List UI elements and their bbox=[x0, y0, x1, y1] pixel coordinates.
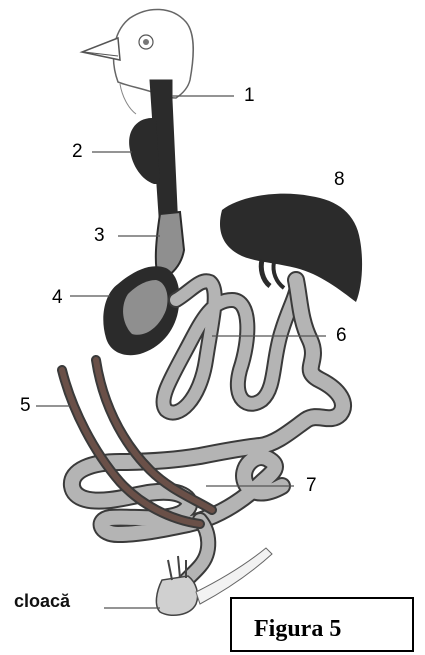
label-5: 5 bbox=[20, 396, 31, 415]
label-8: 8 bbox=[334, 170, 345, 189]
label-7: 7 bbox=[306, 476, 317, 495]
bird-head bbox=[82, 9, 193, 114]
crop bbox=[129, 118, 160, 184]
label-4: 4 bbox=[52, 288, 63, 307]
label-3: 3 bbox=[94, 226, 105, 245]
label-1: 1 bbox=[244, 86, 255, 105]
label-6: 6 bbox=[336, 326, 347, 345]
figure-title: Figura 5 bbox=[254, 617, 341, 641]
cloaca-label: cloacă bbox=[14, 592, 70, 610]
figure-caption-box: Figura 5 bbox=[230, 597, 414, 652]
duodenal-loop bbox=[163, 280, 296, 413]
label-2: 2 bbox=[72, 142, 83, 161]
